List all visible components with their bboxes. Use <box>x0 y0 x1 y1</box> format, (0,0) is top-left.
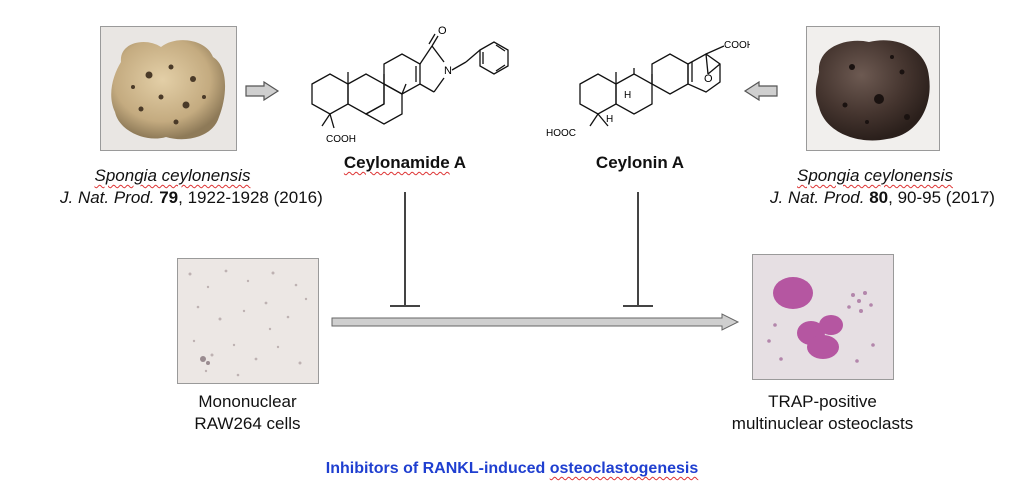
ceylonin-h-label-2: H <box>606 114 613 125</box>
osteoclasts-photo <box>752 254 894 380</box>
osteoclasts-caption-line-2: multinuclear osteoclasts <box>731 414 914 433</box>
right-citation: J. Nat. Prod. 80, 90-95 (2017) <box>770 187 995 209</box>
right-source-caption: Spongia ceylonensis J. Nat. Prod. 80, 90… <box>770 165 995 209</box>
arrow-right-small <box>245 81 280 101</box>
ceylonamide-name-suffix: A <box>449 153 467 172</box>
left-journal: J. Nat. Prod. <box>60 188 155 207</box>
ceylonin-oxygen-label: O <box>704 73 713 85</box>
differentiation-arrow <box>331 313 740 331</box>
ceylonin-name: Ceylonin A <box>595 153 685 172</box>
sponge-photo-left <box>100 26 237 151</box>
footer-title-underlined: osteoclastogenesis <box>549 460 699 477</box>
sponge-dark-image <box>815 40 930 141</box>
raw264-caption-line-1: Mononuclear <box>198 392 297 411</box>
ceylonamide-oxygen-label: O <box>438 25 447 37</box>
ceylonamide-cooh-label: COOH <box>326 134 356 145</box>
right-volume: 80 <box>869 188 889 207</box>
raw264-cells-caption: Mononuclear RAW264 cells <box>160 391 335 435</box>
sponge-light-image <box>111 40 226 140</box>
ceylonin-cooh-label: COOH <box>724 40 750 51</box>
left-pages: , 1922-1928 (2016) <box>178 188 323 207</box>
ceylonamide-name: Ceylonamide A <box>315 153 495 173</box>
osteoclasts-image <box>767 277 875 363</box>
inhibition-bar-left <box>390 192 420 307</box>
ceylonin-h-label-1: H <box>624 90 631 101</box>
right-pages: , 90-95 (2017) <box>888 188 995 207</box>
left-citation: J. Nat. Prod. 79, 1922-1928 (2016) <box>60 187 323 209</box>
arrow-left-small <box>743 81 778 101</box>
raw264-caption-line-2: RAW264 cells <box>194 414 301 433</box>
ceylonamide-name-underlined: Ceylonamide <box>343 153 450 172</box>
left-source-caption: Spongia ceylonensis J. Nat. Prod. 79, 19… <box>60 165 323 209</box>
figure-footer-title: Inhibitors of RANKL-induced osteoclastog… <box>0 460 1024 478</box>
sponge-photo-right <box>806 26 940 151</box>
ceylonamide-a-structure: O N COOH <box>311 25 509 145</box>
osteoclasts-caption-line-1: TRAP-positive <box>768 392 877 411</box>
left-species-name: Spongia ceylonensis <box>94 166 251 185</box>
footer-title-prefix: Inhibitors of RANKL-induced <box>325 460 550 477</box>
ceylonamide-nitrogen-label: N <box>444 65 452 77</box>
right-journal: J. Nat. Prod. <box>770 188 865 207</box>
right-species-name: Spongia ceylonensis <box>797 166 953 185</box>
ceylonin-hooc-label: HOOC <box>546 128 576 139</box>
raw264-cells-image <box>188 269 308 377</box>
osteoclasts-caption: TRAP-positive multinuclear osteoclasts <box>710 391 935 435</box>
raw264-cells-photo <box>177 258 319 384</box>
left-volume: 79 <box>159 188 179 207</box>
ceylonin-a-structure: O H H COOH HOOC <box>546 40 750 139</box>
inhibition-bar-right <box>623 192 653 307</box>
